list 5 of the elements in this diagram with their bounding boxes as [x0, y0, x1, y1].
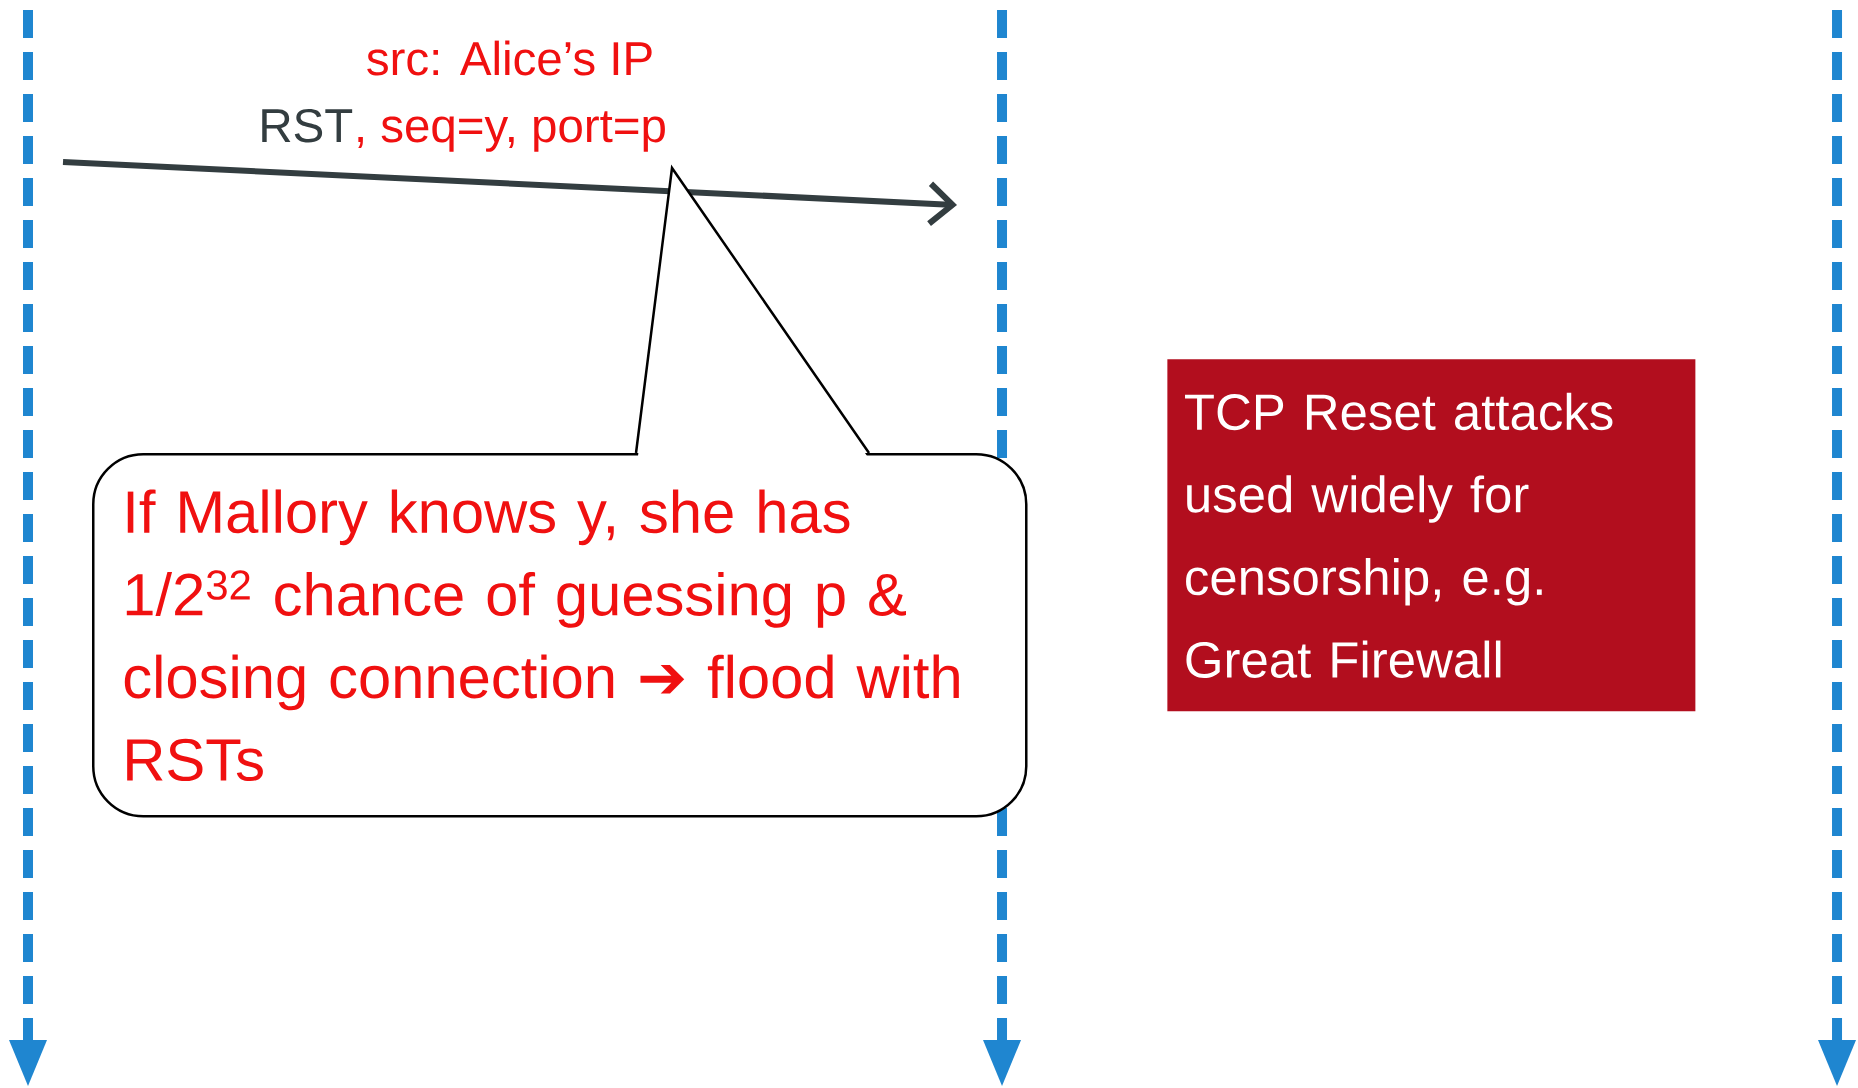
message-label: , seq=y, port=p — [358, 111, 665, 152]
note-box: TCP Reset attacks used widely for censorship, e.g. Great Firewall — [1167, 359, 1696, 712]
message-label: src: Alice’s IP — [367, 40, 652, 76]
speech-callout: If Mallory knows y, she has 1/2$^{32}$ chance of guessing p & closing connection ➔ flood with RSTs — [92, 164, 1028, 818]
message-label: RST — [262, 108, 353, 143]
